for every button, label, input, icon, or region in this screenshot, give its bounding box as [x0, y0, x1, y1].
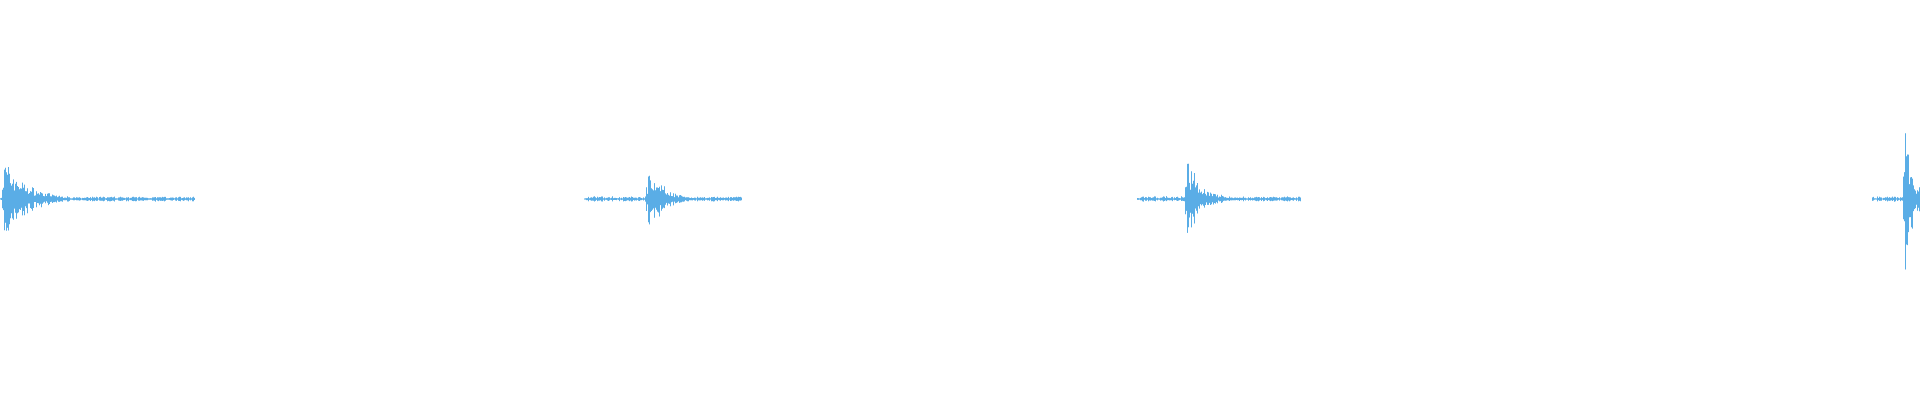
waveform-burst [0, 167, 195, 231]
waveform-burst [584, 175, 742, 225]
waveform-burst [1872, 133, 1920, 270]
waveform-burst [1137, 163, 1301, 233]
